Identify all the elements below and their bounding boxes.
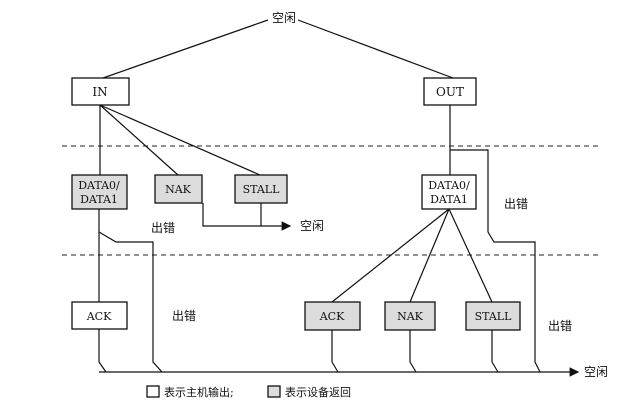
legend-device-swatch <box>267 385 281 398</box>
bottom-idle-label: 空闲 <box>584 365 608 379</box>
out-data-label-line2: DATA1 <box>430 193 468 206</box>
ack-left-label: ACK <box>86 310 112 323</box>
in-to-stall-line <box>99 104 261 176</box>
ack-left-box <box>71 301 128 330</box>
out-error-label: 出错 <box>504 197 528 211</box>
ack-right-down-line <box>331 330 339 373</box>
in-data-label-line1: DATA0/ <box>78 179 120 192</box>
stall-left-label: STALL <box>243 183 281 196</box>
in-data-label-line2: DATA1 <box>80 193 118 206</box>
out-data-to-nak-line <box>409 208 450 303</box>
idle-to-in-line <box>102 19 269 79</box>
in-data-error-label: 出错 <box>151 221 175 235</box>
nak-right-box <box>384 301 436 331</box>
ack-error-label: 出错 <box>172 309 196 323</box>
out-error-path <box>450 149 541 373</box>
nak-stall-to-idle-line <box>202 203 292 231</box>
idle-to-out-line <box>297 19 454 79</box>
mid-idle-label: 空闲 <box>300 219 324 233</box>
in-data-error-path <box>98 231 163 373</box>
stall-right-down-line <box>491 330 499 373</box>
legend-host-label: 表示主机输出; <box>164 385 234 399</box>
in-token-box <box>71 77 130 106</box>
ack-right-label: ACK <box>319 310 345 323</box>
top-idle-label: 空闲 <box>272 11 296 25</box>
stall-left-box <box>234 174 288 204</box>
in-token-label: IN <box>92 85 107 99</box>
out-data-box <box>421 174 477 210</box>
nak-left-label: NAK <box>165 183 192 196</box>
stall-right-label: STALL <box>475 310 513 323</box>
nak-right-label: NAK <box>397 310 424 323</box>
out-data-to-stall-line <box>448 208 493 303</box>
stall-right-box <box>465 301 521 331</box>
ack-left-down-line <box>98 329 107 373</box>
legend-device-label: 表示设备返回 <box>285 385 351 399</box>
out-data-to-ack-line <box>331 208 450 303</box>
stall-error-label: 出错 <box>548 319 572 333</box>
out-token-label: OUT <box>436 85 464 99</box>
legend-host-swatch <box>146 385 160 398</box>
out-data-label-line1: DATA0/ <box>428 179 470 192</box>
nak-left-box <box>154 174 203 204</box>
nak-right-down-line <box>409 330 417 373</box>
ack-right-box <box>304 301 361 331</box>
in-to-nak-line <box>99 104 179 176</box>
